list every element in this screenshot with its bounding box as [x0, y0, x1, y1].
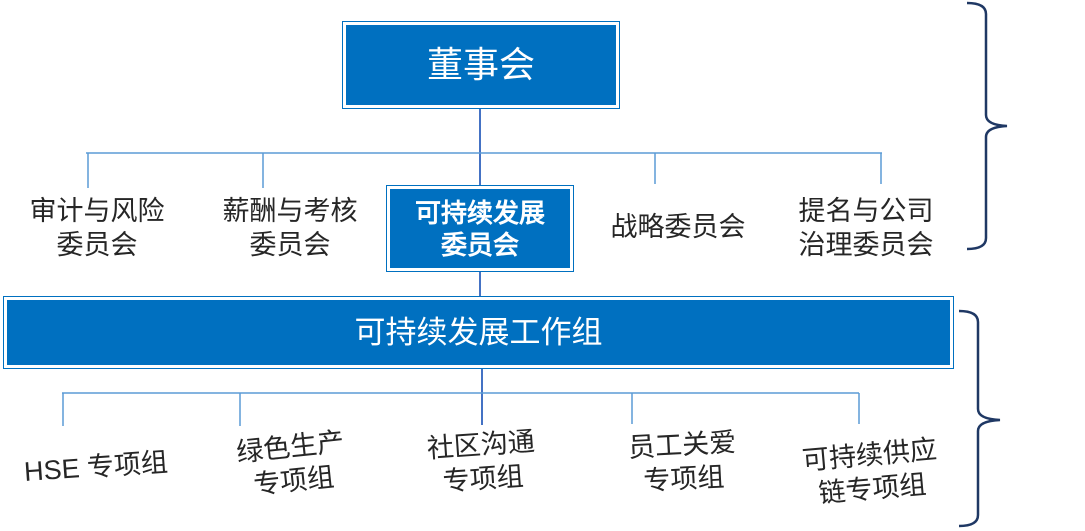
- taskforce-label-community-communication: 社区沟通 专项组: [425, 426, 536, 497]
- committee-label-audit-risk: 审计与风险 委员会: [29, 196, 165, 260]
- committee-box-sustainable-development: 可持续发展 委员会: [386, 185, 574, 272]
- brace-workgroup-section: [958, 309, 1001, 528]
- committee-label-remuneration-assessment: 薪酬与考核 委员会: [222, 196, 358, 260]
- committee-label-nomination-governance: 提名与公司 治理委员会: [798, 196, 934, 260]
- taskforce-label-employee-care: 员工关爱 专项组: [627, 427, 737, 497]
- board-box: 董事会: [342, 21, 620, 109]
- committee-label-strategy: 战略委员会: [610, 212, 746, 242]
- workgroup-bar: 可持续发展工作组: [3, 296, 954, 369]
- brace-governance-section: [966, 1, 1008, 251]
